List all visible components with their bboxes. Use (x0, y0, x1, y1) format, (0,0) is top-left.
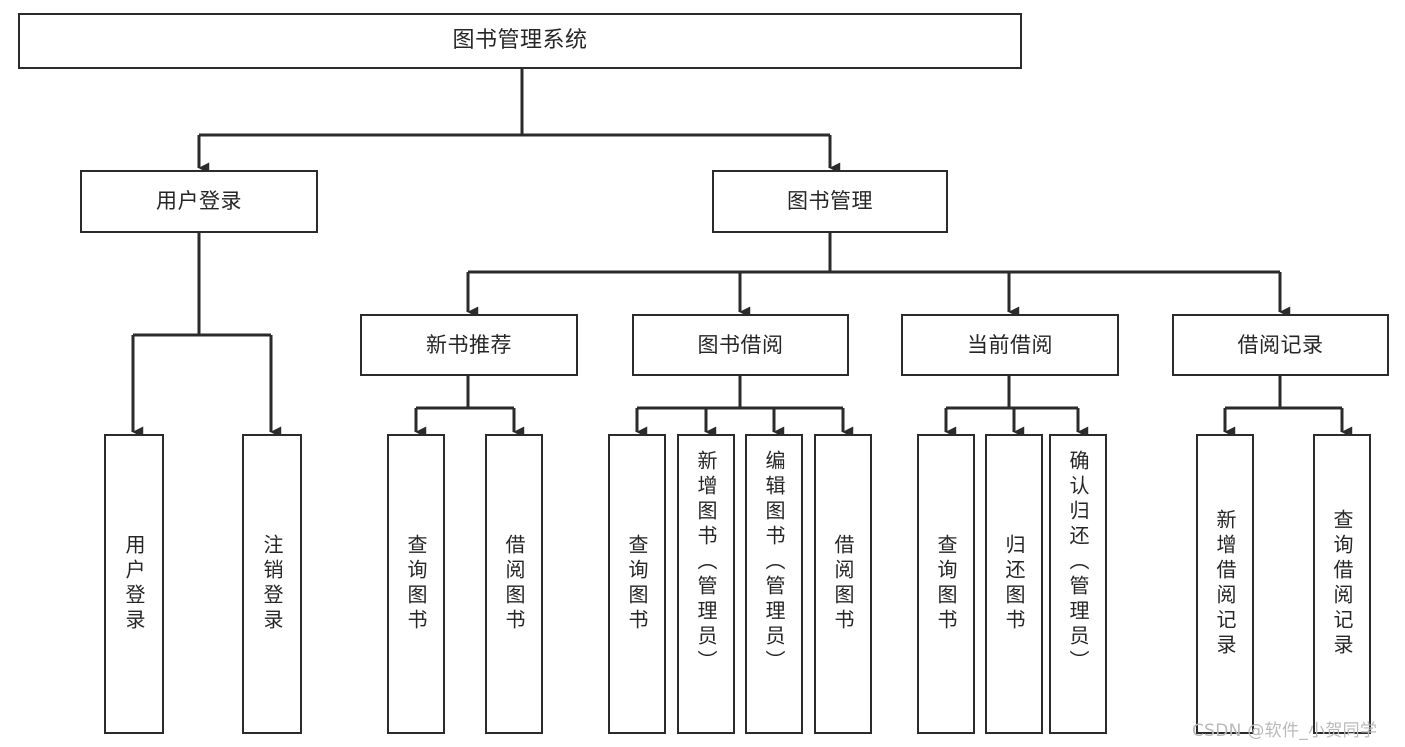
node-query-book-current[interactable]: 查询图书 (917, 434, 975, 734)
node-label: 图书借阅 (697, 332, 784, 357)
node-label: 归还图书 (1002, 534, 1026, 634)
node-label: 借阅记录 (1237, 332, 1324, 357)
csdn-watermark: CSDN @软件_小贺同学 (1192, 721, 1378, 741)
node-label: 确认归还（管理员） (1066, 450, 1090, 675)
node-label: 查询借阅记录 (1330, 509, 1354, 659)
node-edit-book-admin[interactable]: 编辑图书（管理员） (745, 434, 803, 734)
node-add-borrow-record[interactable]: 新增借阅记录 (1196, 434, 1254, 734)
node-book-management[interactable]: 图书管理 (712, 170, 948, 233)
node-user-login[interactable]: 用户登录 (80, 170, 318, 233)
node-label: 用户登录 (156, 189, 242, 214)
node-label: 图书管理系统 (452, 28, 588, 54)
node-new-book-recommend[interactable]: 新书推荐 (360, 314, 578, 376)
node-add-book-admin[interactable]: 新增图书（管理员） (677, 434, 735, 734)
node-label: 编辑图书（管理员） (762, 450, 786, 675)
node-label: 查询图书 (404, 534, 428, 634)
node-return-book[interactable]: 归还图书 (985, 434, 1043, 734)
node-query-book-borrow[interactable]: 查询图书 (608, 434, 666, 734)
node-label: 借阅图书 (831, 534, 855, 634)
node-label: 用户登录 (122, 534, 146, 634)
node-borrow-book-recommend[interactable]: 借阅图书 (485, 434, 543, 734)
node-label: 借阅图书 (502, 534, 526, 634)
node-borrow-book-action[interactable]: 借阅图书 (814, 434, 872, 734)
node-label: 查询图书 (625, 534, 649, 634)
node-query-borrow-record[interactable]: 查询借阅记录 (1313, 434, 1371, 734)
node-confirm-return-admin[interactable]: 确认归还（管理员） (1049, 434, 1107, 734)
node-label: 新增图书（管理员） (694, 450, 718, 675)
node-book-borrow[interactable]: 图书借阅 (632, 314, 849, 376)
node-borrow-record[interactable]: 借阅记录 (1172, 314, 1389, 376)
node-label: 图书管理 (787, 189, 873, 214)
node-user-login-action[interactable]: 用户登录 (104, 434, 164, 734)
node-current-borrow[interactable]: 当前借阅 (901, 314, 1119, 376)
node-label: 新书推荐 (426, 332, 512, 357)
node-label: 注销登录 (260, 534, 284, 634)
node-label: 新增借阅记录 (1213, 509, 1237, 659)
node-query-book-recommend[interactable]: 查询图书 (387, 434, 445, 734)
node-user-logout-action[interactable]: 注销登录 (242, 434, 302, 734)
node-book-management-system[interactable]: 图书管理系统 (18, 13, 1022, 69)
node-label: 当前借阅 (967, 332, 1053, 357)
node-label: 查询图书 (934, 534, 958, 634)
